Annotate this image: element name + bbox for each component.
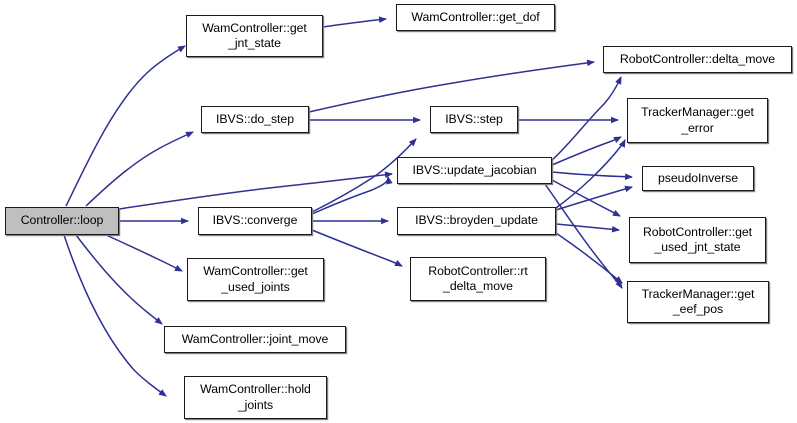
graph-edge-ibvs_broyden_update--to--robot_get_used_jnt_state xyxy=(555,223,620,233)
graph-edge-ibvs_converge--to--ibvs_update_jacobian xyxy=(311,176,393,215)
graph-edge-controller_loop--to--wam_get_jnt_state xyxy=(65,45,186,207)
graph-node-label: Controller::loop xyxy=(20,213,104,228)
graph-node-label: RobotController::delta_move xyxy=(619,51,776,66)
graph-edge-controller_loop--to--ibvs_do_step xyxy=(85,131,194,207)
graph-node-wam_get_used_joints[interactable]: WamController::get _used_joints xyxy=(187,258,324,301)
graph-node-label: IBVS::converge xyxy=(212,213,298,228)
graph-edge-ibvs_update_jacobian--to--pseudo_inverse xyxy=(551,171,633,181)
graph-edge-wam_get_jnt_state--to--wam_get_dof xyxy=(322,16,387,28)
graph-node-ibvs_update_jacobian[interactable]: IBVS::update_jacobian xyxy=(397,157,552,184)
graph-node-pseudo_inverse[interactable]: pseudoInverse xyxy=(642,166,754,191)
graph-node-tracker_get_error[interactable]: TrackerManager::get _error xyxy=(627,98,768,143)
graph-node-label: pseudoInverse xyxy=(657,170,739,185)
graph-node-controller_loop[interactable]: Controller::loop xyxy=(5,207,119,235)
graph-edge-ibvs_converge--to--ibvs_step xyxy=(311,138,417,213)
graph-node-ibvs_do_step[interactable]: IBVS::do_step xyxy=(201,106,309,133)
graph-node-label: IBVS::step xyxy=(445,111,503,126)
graph-edge-ibvs_update_jacobian--to--tracker_get_error xyxy=(551,136,622,166)
graph-edge-ibvs_broyden_update--to--tracker_get_error xyxy=(555,139,626,209)
graph-edge-ibvs_broyden_update--to--tracker_get_eef_pos xyxy=(555,232,623,284)
graph-node-ibvs_converge[interactable]: IBVS::converge xyxy=(198,207,312,235)
graph-node-label: WamController::joint_move xyxy=(181,331,329,346)
graph-edge-ibvs_update_jacobian--to--robot_delta_move xyxy=(551,76,622,161)
graph-node-wam_get_dof[interactable]: WamController::get_dof xyxy=(396,4,555,31)
graph-edge-controller_loop--to--wam_hold_joints xyxy=(63,234,167,397)
graph-edge-controller_loop--to--ibvs_update_jacobian xyxy=(118,171,393,210)
graph-node-label: RobotController::get _used_jnt_state xyxy=(642,224,753,255)
graph-node-label: IBVS::broyden_update xyxy=(415,213,538,228)
graph-node-tracker_get_eef_pos[interactable]: TrackerManager::get _eef_pos xyxy=(627,281,769,323)
graph-edge-controller_loop--to--wam_get_used_joints xyxy=(105,234,183,272)
graph-edge-ibvs_update_jacobian--to--robot_get_used_jnt_state xyxy=(551,179,621,217)
graph-edge-ibvs_update_jacobian--to--tracker_get_eef_pos xyxy=(544,183,623,289)
graph-node-robot_get_used_jnt_state[interactable]: RobotController::get _used_jnt_state xyxy=(629,217,766,263)
graph-node-ibvs_broyden_update[interactable]: IBVS::broyden_update xyxy=(397,207,556,235)
graph-node-label: TrackerManager::get _eef_pos xyxy=(641,286,755,317)
edges-group xyxy=(63,16,633,397)
graph-edge-ibvs_broyden_update--to--pseudo_inverse xyxy=(555,185,633,211)
graph-node-label: TrackerManager::get _error xyxy=(641,105,754,135)
graph-edge-ibvs_do_step--to--robot_delta_move xyxy=(308,59,595,113)
graph-node-robot_rt_delta_move[interactable]: RobotController::rt _delta_move xyxy=(410,257,546,301)
graph-node-wam_hold_joints[interactable]: WamController::hold _joints xyxy=(184,376,327,419)
graph-node-robot_delta_move[interactable]: RobotController::delta_move xyxy=(603,46,792,73)
graph-node-wam_joint_move[interactable]: WamController::joint_move xyxy=(164,326,346,353)
graph-node-wam_get_jnt_state[interactable]: WamController::get _jnt_state xyxy=(186,15,323,57)
graph-node-label: RobotController::rt _delta_move xyxy=(428,263,528,294)
graph-node-label: WamController::get_dof xyxy=(411,9,540,24)
graph-node-label: WamController::get _used_joints xyxy=(203,264,308,294)
graph-edge-ibvs_converge--to--robot_rt_delta_move xyxy=(311,229,403,267)
graph-node-label: WamController::hold _joints xyxy=(200,382,311,412)
graph-node-label: IBVS::update_jacobian xyxy=(412,162,537,177)
graph-node-ibvs_step[interactable]: IBVS::step xyxy=(430,106,518,133)
graph-node-label: IBVS::do_step xyxy=(216,111,294,126)
graph-node-label: WamController::get _jnt_state xyxy=(202,20,307,51)
graph-edge-controller_loop--to--wam_joint_move xyxy=(75,234,163,325)
